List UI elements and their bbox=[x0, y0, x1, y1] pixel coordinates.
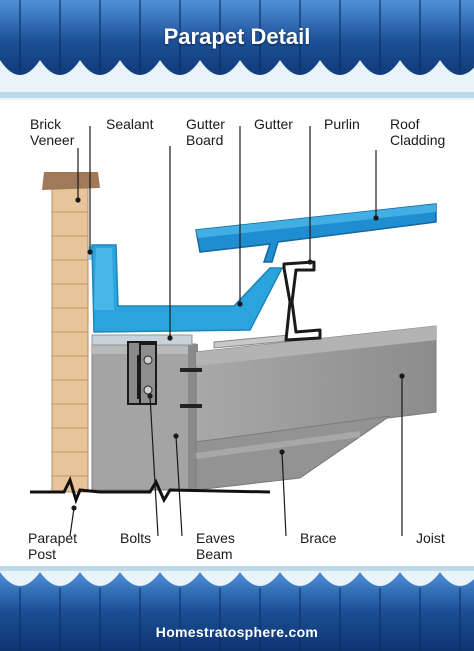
bolt-cleat bbox=[127, 341, 202, 408]
purlin bbox=[282, 260, 322, 342]
label-parapet-post: Parapet Post bbox=[28, 530, 78, 562]
bolt-lower bbox=[143, 385, 153, 395]
label-sealant: Sealant bbox=[106, 116, 154, 132]
footer-site: Homestratosphere.com bbox=[155, 624, 319, 640]
brick-cap bbox=[42, 172, 100, 190]
gutter bbox=[91, 244, 284, 333]
roof-tile-footer bbox=[0, 566, 474, 651]
label-gutter-board: Gutter Board bbox=[186, 116, 225, 148]
page-title: Parapet Detail bbox=[163, 24, 311, 49]
label-joist: Joist bbox=[416, 530, 445, 546]
label-eaves-beam: Eaves Beam bbox=[196, 530, 235, 562]
leader-lines bbox=[69, 126, 405, 537]
label-bolts: Bolts bbox=[120, 530, 152, 546]
label-purlin: Purlin bbox=[324, 116, 360, 132]
label-roof-cladding: Roof Cladding bbox=[390, 116, 446, 148]
label-brick-veneer: Brick Veneer bbox=[30, 116, 75, 148]
ground-line bbox=[30, 475, 271, 505]
bolt-upper bbox=[143, 355, 153, 365]
label-brace: Brace bbox=[300, 530, 337, 546]
roof-tile-header bbox=[0, 0, 474, 100]
label-gutter: Gutter bbox=[254, 116, 293, 132]
brick-veneer bbox=[51, 187, 89, 493]
